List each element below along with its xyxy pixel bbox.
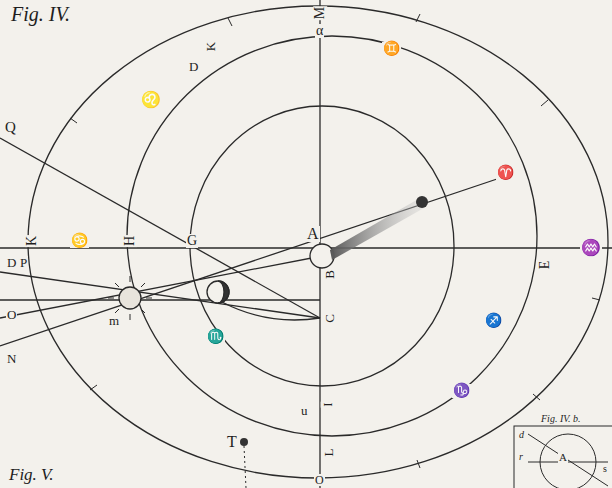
figure-letter: ♌ (140, 92, 162, 108)
figure-letter: r (518, 452, 524, 462)
figure-letter: ♏ (206, 330, 225, 344)
figure-letter: D (188, 60, 199, 73)
figure-letter: P (19, 256, 28, 269)
figure-letter: N (6, 352, 17, 365)
figure-letter: Q (4, 120, 17, 135)
figure-letter: H (123, 235, 137, 247)
figure-letter: s (602, 464, 608, 474)
figure-letter: A (306, 226, 320, 242)
figure-letter: Fig. IV. (10, 4, 71, 24)
figure-letter: m (108, 314, 120, 327)
sight-line (0, 272, 320, 318)
comet-dot (240, 438, 248, 446)
figure-letter: M (313, 6, 327, 20)
figure-letter: O (6, 308, 17, 321)
shadow-cone (330, 198, 424, 260)
inset-frame (514, 426, 612, 488)
sight-line (0, 299, 320, 300)
planet-dot (416, 196, 428, 208)
figure-letter: Fig. V. (8, 466, 55, 483)
sight-line (0, 138, 320, 318)
orbit-ticks (70, 14, 600, 468)
earth-shadow (218, 281, 229, 303)
figure-letter: ♑ (452, 384, 471, 398)
inner-orbit (190, 106, 454, 386)
figure-letter: C (323, 313, 336, 324)
figure-letter: α (315, 24, 324, 38)
figure-letter: Fig. IV. b. (540, 414, 582, 424)
figure-letter: T (226, 434, 238, 450)
moon-path (222, 302, 320, 320)
inset-diagonal (528, 434, 608, 486)
figure-letter: D (6, 256, 17, 269)
figure-letter: I (321, 401, 334, 407)
figure-letter: ♋ (70, 234, 89, 248)
figure-letter: u (300, 404, 309, 417)
middle-orbit (127, 36, 537, 436)
sight-line (0, 178, 500, 346)
figure-letter: K (204, 41, 217, 52)
figure-letter: ♊ (382, 42, 401, 56)
figure-letter: ♐ (484, 314, 503, 328)
figure-letter: ♒ (580, 240, 602, 256)
sun-symbol (119, 287, 141, 309)
horizontal-axis (0, 247, 612, 248)
figure-letter: d (518, 430, 525, 440)
earth-symbol (207, 281, 229, 303)
figure-letter: O (314, 474, 325, 486)
comet-trail (244, 446, 246, 488)
inset-circle (540, 434, 596, 488)
figure-letter: L (322, 448, 335, 458)
figure-letter: K (25, 235, 39, 247)
inset-axis (528, 462, 608, 463)
outer-orbit (28, 6, 608, 478)
central-body (310, 244, 334, 268)
figure-letter: B (323, 269, 336, 280)
figure-letter: ♈ (496, 166, 515, 180)
sight-line (0, 256, 322, 318)
figure-letter: E (538, 260, 552, 271)
figure-letter: A (558, 452, 568, 463)
figure-letter: G (186, 234, 198, 248)
